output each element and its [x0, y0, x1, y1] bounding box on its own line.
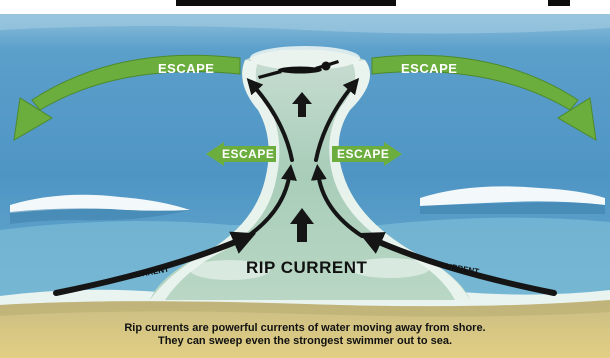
- escape-label-top-right: ESCAPE: [401, 61, 457, 76]
- escape-label-mid-right: ESCAPE: [337, 147, 389, 161]
- caption: Rip currents are powerful currents of wa…: [0, 322, 610, 348]
- escape-label-mid-left: ESCAPE: [222, 147, 274, 161]
- title-fragment: [176, 0, 396, 6]
- foam-patch: [250, 46, 360, 70]
- title-fragment-right: [548, 0, 570, 6]
- escape-label-top-left: ESCAPE: [158, 61, 214, 76]
- caption-line-1: Rip currents are powerful currents of wa…: [0, 322, 610, 335]
- caption-line-2: They can sweep even the strongest swimme…: [0, 335, 610, 348]
- rip-current-label: RIP CURRENT: [246, 258, 367, 278]
